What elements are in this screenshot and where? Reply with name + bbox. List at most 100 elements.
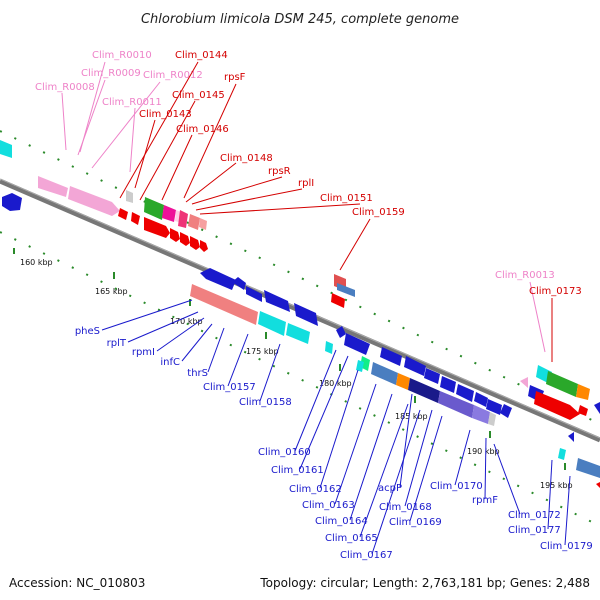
gene-feature <box>38 176 68 197</box>
gene-feature <box>336 326 346 338</box>
gene-feature <box>500 404 512 418</box>
gene-label: Clim_0148 <box>220 153 273 164</box>
label-leader-line <box>185 162 237 203</box>
gene-label: Clim_R0012 <box>143 70 203 81</box>
gene-feature <box>596 482 600 488</box>
gene-feature <box>594 402 600 414</box>
gene-label: rpsF <box>224 72 246 83</box>
gene-feature <box>200 240 208 252</box>
gene-feature <box>162 205 176 222</box>
label-leader-line <box>409 415 443 522</box>
gene-label: Clim_0164 <box>315 516 368 527</box>
label-leader-line <box>139 100 196 201</box>
gene-label: Clim_R0013 <box>495 270 555 281</box>
gene-label: Clim_0146 <box>176 124 229 135</box>
gene-feature <box>325 341 333 354</box>
gene-feature <box>438 391 474 418</box>
gene-feature <box>356 360 364 372</box>
label-leader-line <box>484 437 487 500</box>
gene-label: Clim_0172 <box>508 510 561 521</box>
gene-feature <box>68 186 120 216</box>
top-gene-labels: Clim_R0010Clim_R0009Clim_R0008Clim_R0012… <box>35 50 582 362</box>
label-leader-line <box>191 176 283 205</box>
label-leader-line <box>359 403 409 538</box>
gene-feature <box>472 405 490 424</box>
gene-label: Clim_0177 <box>508 525 561 536</box>
gene-label: Clim_0179 <box>540 541 593 552</box>
gene-feature <box>546 371 578 397</box>
label-leader-line <box>134 119 156 189</box>
gene-feature <box>190 236 200 250</box>
label-leader-line <box>339 218 371 271</box>
label-leader-line <box>195 188 303 211</box>
scale-label: 185 kbp <box>395 412 428 421</box>
gene-label: rpsR <box>268 166 291 177</box>
gene-label: Clim_0144 <box>175 50 228 61</box>
gene-label: Clim_0170 <box>430 481 483 492</box>
label-leader-line <box>529 281 546 353</box>
gene-label: Clim_0158 <box>239 397 292 408</box>
scale-label: 180 kbp <box>319 379 352 388</box>
gene-label: rplT <box>107 338 127 349</box>
gene-feature <box>371 362 398 385</box>
gene-label: thrS <box>187 368 208 379</box>
gene-feature <box>576 384 590 400</box>
gene-feature <box>408 378 440 403</box>
gene-feature <box>144 217 170 238</box>
label-leader-line <box>259 343 281 402</box>
gene-feature <box>331 293 345 308</box>
scale-label: 165 kbp <box>95 287 128 296</box>
label-leader-line <box>207 327 225 373</box>
gene-feature <box>404 356 426 376</box>
gene-label: rpmI <box>132 347 155 358</box>
gene-feature <box>337 283 355 297</box>
label-leader-line <box>61 92 67 151</box>
gene-feature <box>456 384 474 402</box>
gene-label: rpmF <box>472 495 498 506</box>
scale-label: 195 kbp <box>540 481 573 490</box>
gene-label: acpP <box>378 483 402 494</box>
gene-feature <box>294 303 318 326</box>
label-leader-line <box>404 409 433 507</box>
gene-label: Clim_0145 <box>172 90 225 101</box>
gene-feature <box>558 448 566 460</box>
gene-label: Clim_0160 <box>258 447 311 458</box>
gene-feature <box>180 232 190 246</box>
label-leader-line <box>181 323 213 362</box>
gene-label: Clim_0173 <box>529 286 582 297</box>
gene-label: Clim_0157 <box>203 382 256 393</box>
gene-feature <box>190 284 258 325</box>
scale-label: 190 kbp <box>467 447 500 456</box>
gene-feature <box>170 228 180 242</box>
gene-feature <box>178 210 188 228</box>
gene-label: pheS <box>75 326 100 337</box>
label-leader-line <box>319 369 359 489</box>
gene-feature <box>474 392 488 407</box>
label-leader-line <box>547 459 553 530</box>
gene-feature <box>440 376 456 393</box>
label-leader-line <box>101 299 193 331</box>
gene-label: Clim_R0008 <box>35 82 95 93</box>
gene-feature <box>534 391 580 420</box>
label-leader-line <box>371 409 421 555</box>
feature-track <box>0 140 600 488</box>
gene-feature <box>0 140 12 158</box>
label-leader-line <box>183 83 237 199</box>
gene-feature <box>118 208 128 220</box>
map-title: Chlorobium limicola DSM 245, complete ge… <box>141 12 459 27</box>
label-leader-line <box>299 355 349 470</box>
gene-feature <box>344 333 370 355</box>
label-leader-line <box>493 443 521 515</box>
gene-feature <box>199 218 207 230</box>
gene-feature <box>578 405 588 416</box>
gene-feature <box>520 377 528 388</box>
topology-stats-text: Topology: circular; Length: 2,763,181 bp… <box>259 576 590 590</box>
scale-label: 175 kbp <box>246 347 279 356</box>
label-leader-line <box>77 79 106 156</box>
label-leader-line <box>127 311 199 343</box>
gene-label: Clim_0161 <box>271 465 324 476</box>
label-leader-line <box>91 81 161 169</box>
label-leader-line <box>129 107 136 173</box>
gene-label: Clim_R0009 <box>81 68 141 79</box>
